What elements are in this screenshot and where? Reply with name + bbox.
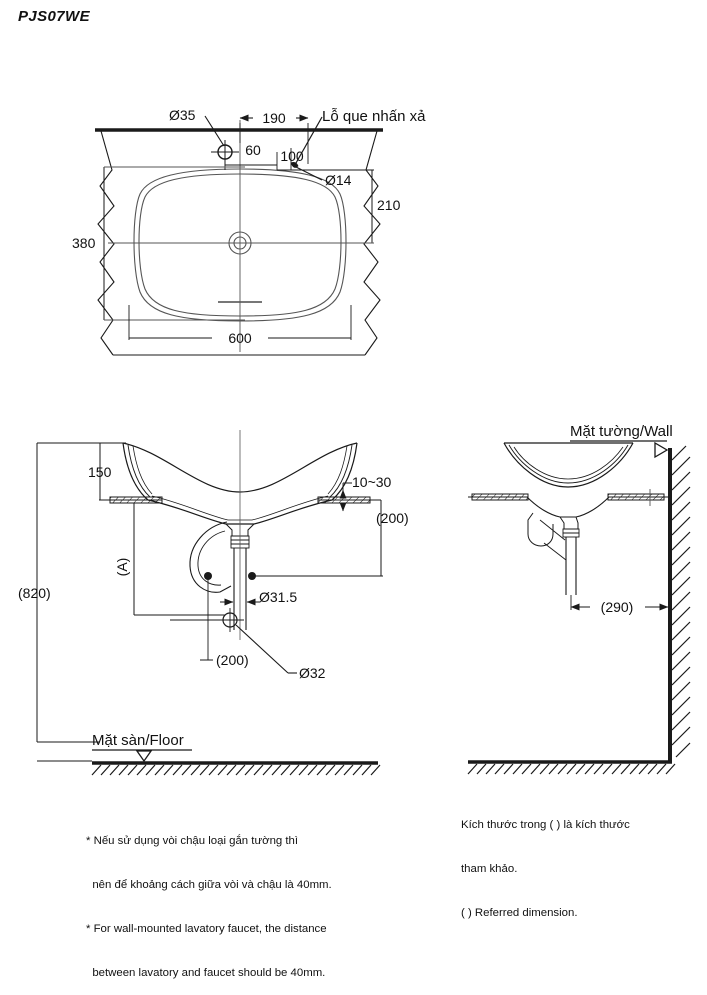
note-left-line-2: nên để khoảng cách giữa vòi và chậu là 4… [86, 878, 332, 891]
side-trap-link-a [539, 519, 566, 541]
side-section-view-group: Mặt tường/Wall (290) [467, 423, 691, 775]
wall-hatching [671, 445, 691, 758]
note-right-line-3: ( ) Referred dimension. [461, 906, 578, 919]
label-floor: Mặt sàn/Floor [92, 732, 184, 749]
side-trap-link-b [543, 542, 567, 561]
dim-200-right: (200) [376, 510, 409, 526]
side-bowl-inner [508, 444, 629, 484]
note-left-line-3: * For wall-mounted lavatory faucet, the … [86, 922, 327, 935]
model-code-title: PJS07WE [18, 8, 90, 25]
dia32-leader [235, 624, 289, 674]
note-left-line-4: between lavatory and faucet should be 40… [86, 966, 326, 979]
dim-200-bottom: (200) [216, 652, 249, 668]
note-right-line-2: tham khảo. [461, 862, 518, 875]
dim-dia35: Ø35 [169, 107, 196, 123]
side-bowl-outer [503, 442, 634, 488]
side-bowl-underside [526, 496, 610, 518]
plan-counter-right-break [363, 130, 381, 356]
dim-60: 60 [245, 142, 261, 158]
section-bowl-inner-right2 [327, 445, 348, 495]
dim-210: 210 [377, 197, 401, 213]
floor-hatching [91, 764, 381, 776]
section-bowl-rim-right [331, 442, 358, 501]
section-bowl-inner-left2 [132, 445, 153, 495]
side-trap-body [527, 512, 554, 547]
dim-820: (820) [18, 585, 51, 601]
p-trap-outline [189, 521, 232, 593]
p-trap-inner [197, 530, 226, 586]
section-bowl-inner-left [127, 444, 151, 498]
dia14-leader [295, 166, 323, 181]
side-bowl-inner2 [513, 446, 624, 480]
dim-dia32: Ø32 [299, 665, 326, 681]
side-floor-hatching [467, 763, 676, 775]
dim-600: 600 [228, 330, 252, 346]
dim-150: 150 [88, 464, 112, 480]
plan-view-group: Ø35 190 60 100 Lỗ que nhấn xả Ø14 210 38… [72, 107, 426, 356]
dim-380: 380 [72, 235, 96, 251]
dim-10-30: 10~30 [352, 474, 392, 490]
side-drain-collar2 [562, 532, 580, 538]
dim-A: (A) [114, 558, 130, 577]
section-bowl-rim-left [122, 442, 149, 501]
front-section-view-group: 150 10~30 (200) (A) (820) Ø31.5 (200) [18, 430, 409, 776]
popup-rod-hole [290, 162, 299, 168]
popup-callout-leader [295, 116, 323, 164]
dim-dia14: Ø14 [325, 172, 352, 188]
drawing-canvas: Ø35 190 60 100 Lỗ que nhấn xả Ø14 210 38… [18, 107, 691, 776]
side-drain-flange [559, 516, 579, 530]
note-left-line-1: * Nếu sử dụng vòi chậu loại gắn tường th… [86, 835, 299, 848]
dim-290: (290) [601, 599, 634, 615]
wall-level-triangle [654, 441, 669, 459]
dim-dia31-5: Ø31.5 [259, 589, 297, 605]
plan-counter-left-break [97, 130, 115, 356]
side-drain-collar1 [562, 528, 580, 534]
dim-190: 190 [262, 110, 286, 126]
section-bowl-inner-right [329, 444, 353, 498]
note-right-line-1: Kích thước trong ( ) là kích thước [461, 819, 630, 832]
label-popup-rod-hole: Lỗ que nhấn xả [322, 108, 426, 125]
dia35-leader [204, 115, 225, 147]
note-block-left: * Nếu sử dụng vòi chậu loại gắn tường th… [86, 805, 332, 995]
floor-level-triangle [135, 750, 153, 763]
label-wall: Mặt tường/Wall [570, 423, 673, 440]
